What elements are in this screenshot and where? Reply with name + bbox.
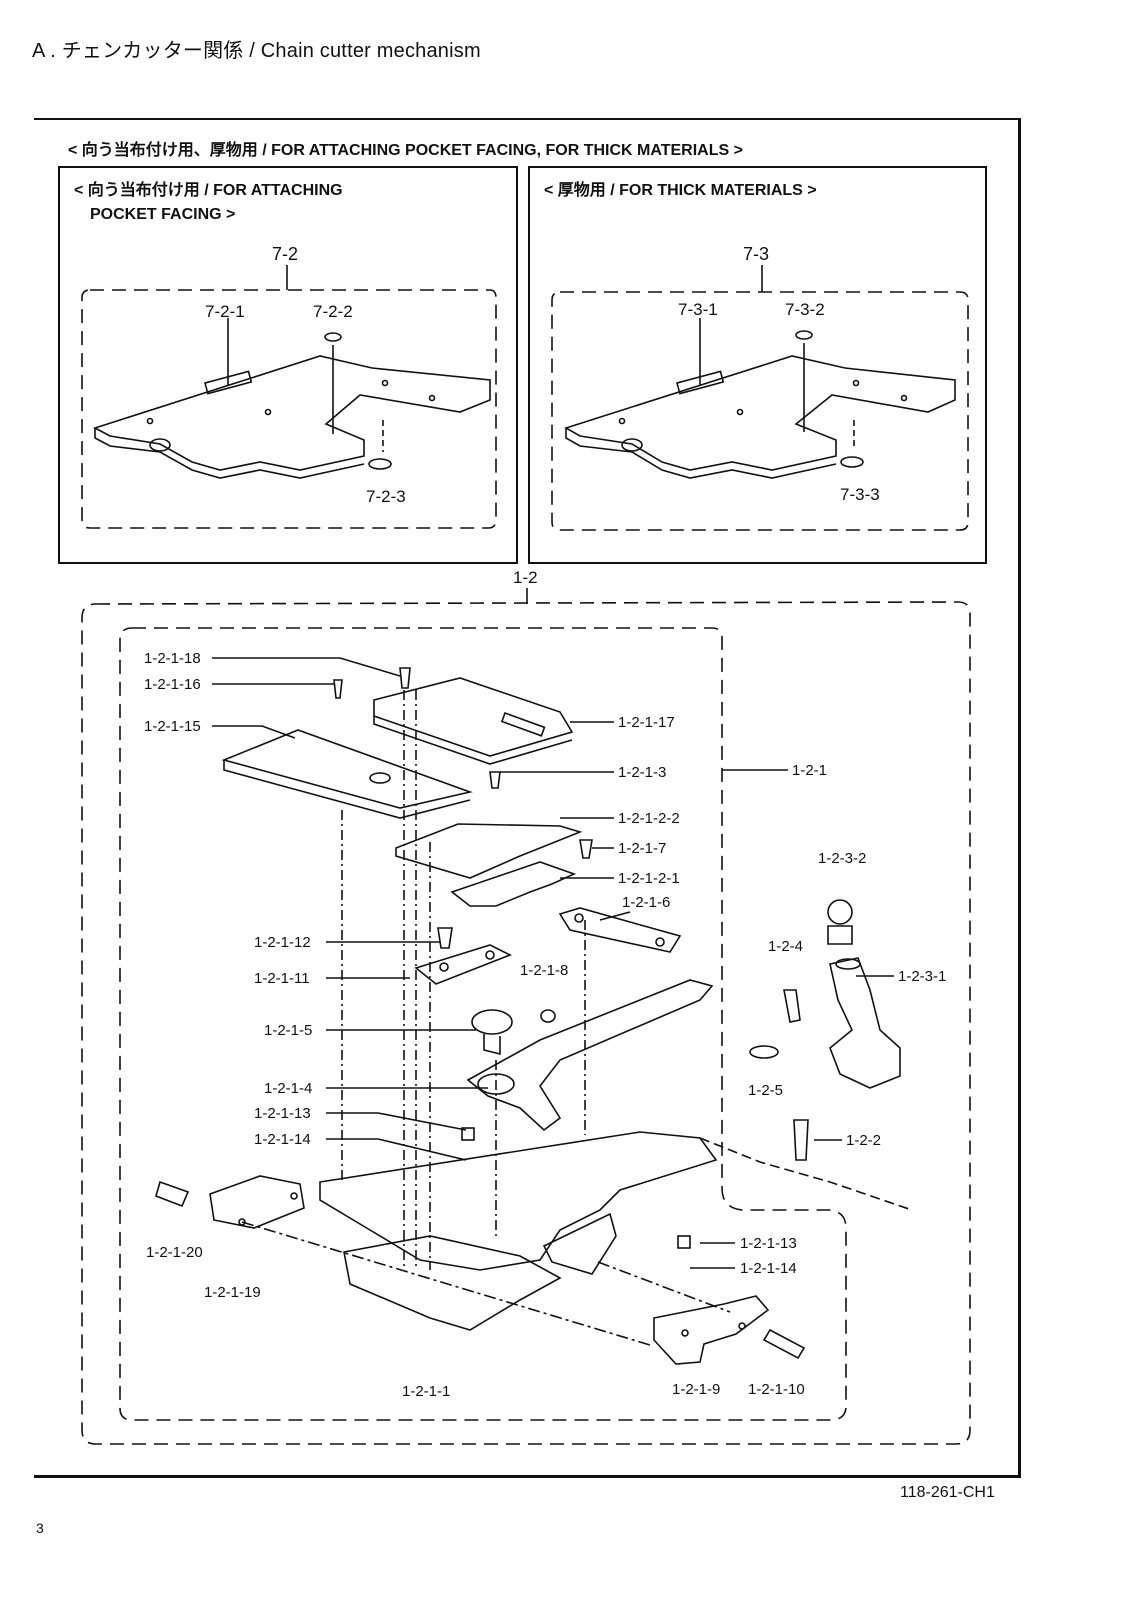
knife-arm [829, 957, 901, 1089]
label-1-2-1-3: 1-2-1-3 [618, 764, 667, 781]
washer-1-2-5 [749, 1045, 779, 1059]
label-1-2: 1-2 [513, 568, 538, 587]
label-1-2-4: 1-2-4 [768, 938, 804, 955]
knife-holder-plate [414, 944, 512, 985]
link-plate [558, 907, 682, 953]
right-bracket [653, 1295, 770, 1365]
label-1-2-1-7: 1-2-1-7 [618, 840, 667, 857]
thick-materials-box: < 厚物用 / FOR THICK MATERIALS > [528, 166, 987, 564]
label-1-2-1-17: 1-2-1-17 [618, 714, 675, 731]
group-7-2-boundary [81, 289, 497, 529]
shoulder-screw [471, 1009, 513, 1056]
group-1-2-boundary [81, 601, 971, 1445]
label-1-2-1-1: 1-2-1-1 [402, 1383, 451, 1400]
label-7-2-1: 7-2-1 [205, 302, 245, 321]
label-1-2-1-14-right: 1-2-1-14 [740, 1260, 797, 1277]
stop-pin-right [677, 1235, 691, 1249]
diagram-frame [34, 118, 1021, 1478]
group-7-3-boundary [551, 291, 969, 531]
top-cover-plate [373, 677, 574, 765]
thick-materials-caption: < 厚物用 / FOR THICK MATERIALS > [544, 182, 817, 199]
label-7-3-3: 7-3-3 [840, 485, 880, 504]
stop-pin [461, 1127, 475, 1141]
cutter-cover-plate [221, 729, 473, 819]
ball-joint [827, 899, 853, 945]
driving-lever [466, 979, 714, 1132]
label-1-2-5: 1-2-5 [748, 1082, 784, 1099]
label-7-3: 7-3 [743, 244, 770, 264]
label-1-2-1-6: 1-2-1-6 [622, 894, 671, 911]
label-1-2-1-15: 1-2-1-15 [144, 718, 201, 735]
label-1-2-3-1: 1-2-3-1 [898, 968, 947, 985]
needle-plate-right [564, 355, 956, 479]
label-7-3-1: 7-3-1 [678, 300, 718, 319]
label-7-3-2: 7-3-2 [785, 300, 825, 319]
top-section-caption: < 向う当布付け用、厚物用 / FOR ATTACHING POCKET FAC… [68, 142, 743, 159]
page-number: 3 [36, 1520, 44, 1536]
group-1-2-1-boundary [119, 627, 847, 1421]
left-bracket [209, 1175, 305, 1229]
label-1-2-1-5: 1-2-1-5 [264, 1022, 313, 1039]
label-1-2-1-14: 1-2-1-14 [254, 1131, 311, 1148]
label-1-2-1-13-right: 1-2-1-13 [740, 1235, 797, 1252]
needle-plate-left [92, 355, 491, 479]
knife-blade [450, 861, 577, 907]
label-1-2-1-2-2: 1-2-1-2-2 [618, 810, 680, 827]
document-code: 118-261-CH1 [900, 1484, 995, 1501]
label-1-2-1-13: 1-2-1-13 [254, 1105, 311, 1122]
base-block [319, 1131, 718, 1331]
label-1-2-1-20: 1-2-1-20 [146, 1244, 203, 1261]
label-1-2-1-9: 1-2-1-9 [672, 1381, 721, 1398]
label-1-2-1-12: 1-2-1-12 [254, 934, 311, 951]
label-1-2-1-4: 1-2-1-4 [264, 1080, 313, 1097]
label-1-2-1-10: 1-2-1-10 [748, 1381, 805, 1398]
label-1-2-1-8: 1-2-1-8 [520, 962, 569, 979]
label-1-2-1: 1-2-1 [792, 762, 828, 779]
pocket-facing-box: < 向う当布付け用 / FOR ATTACHING POCKET FACING … [58, 166, 518, 564]
page-title: A . チェンカッター関係 / Chain cutter mechanism [32, 40, 481, 62]
label-1-2-3-2: 1-2-3-2 [818, 850, 867, 867]
label-1-2-1-18: 1-2-1-18 [144, 650, 201, 667]
washer-7-2-3 [368, 458, 392, 470]
washer-7-3-3 [840, 456, 864, 468]
label-7-2-2: 7-2-2 [313, 302, 353, 321]
nut [540, 1009, 556, 1023]
label-1-2-2: 1-2-2 [846, 1132, 882, 1149]
pocket-facing-caption-line1: < 向う当布付け用 / FOR ATTACHING [74, 182, 343, 199]
screws [155, 667, 809, 1360]
label-1-2-1-16: 1-2-1-16 [144, 676, 201, 693]
label-7-2-3: 7-2-3 [366, 487, 406, 506]
spacer-7-3-2 [795, 330, 813, 340]
moving-knife-plate [395, 823, 583, 879]
label-1-2-1-19: 1-2-1-19 [204, 1284, 261, 1301]
label-7-2: 7-2 [272, 244, 299, 264]
label-1-2-1-11: 1-2-1-11 [254, 970, 310, 987]
label-1-2-1-2-1: 1-2-1-2-1 [618, 870, 680, 887]
spacer-7-2-2 [324, 332, 342, 342]
pocket-facing-caption-line2: POCKET FACING > [90, 206, 236, 223]
